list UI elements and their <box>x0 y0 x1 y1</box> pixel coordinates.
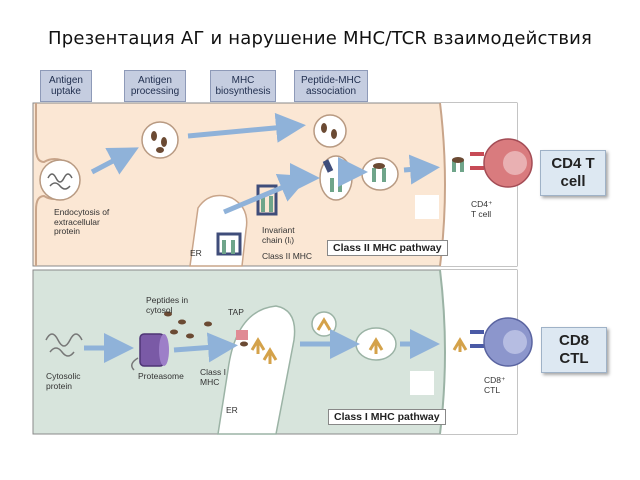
step-peptide-mhc-association: Peptide-MHC association <box>294 70 368 102</box>
cd4-tcell-label: CD4⁺ T cell <box>471 199 493 219</box>
tap-label: TAP <box>228 307 244 317</box>
processing-vesicle <box>141 121 179 159</box>
cd4-t-cell <box>483 138 533 188</box>
cd8-ctl-label: CD8⁺ CTL <box>484 375 506 395</box>
class1-pathway-label: Class I MHC pathway <box>328 409 446 425</box>
surface-mhc2 <box>452 152 484 172</box>
step-antigen-uptake: Antigen uptake <box>40 70 92 102</box>
cd4-t-cell-callout: CD4 T cell <box>540 150 606 196</box>
endocytosed-protein-vesicle <box>39 159 81 201</box>
class2-mhc-label: Class II MHC <box>262 251 313 261</box>
tap-transporter <box>236 330 248 347</box>
cytosolic-protein <box>45 333 83 357</box>
blank-patch <box>410 371 434 395</box>
cytosol-peptides <box>164 311 212 339</box>
er-label-class2: ER <box>190 248 202 258</box>
blank-patch <box>415 195 439 219</box>
class2-pathway-label: Class II MHC pathway <box>327 240 448 256</box>
step-antigen-processing: Antigen processing <box>124 70 186 102</box>
peptides-in-cytosol-label: Peptides in cytosol <box>146 295 189 315</box>
step-mhc-biosynthesis: MHC biosynthesis <box>210 70 276 102</box>
slide-title: Презентация АГ и нарушение MHC/TCR взаим… <box>48 28 593 49</box>
surface-mhc1 <box>452 330 484 352</box>
er-mhc1 <box>250 337 278 364</box>
proteasome-label: Proteasome <box>138 371 184 381</box>
endocytosis-label: Endocytosis of extracellular protein <box>54 207 110 236</box>
cd8-ctl-callout: CD8 CTL <box>541 327 607 373</box>
er-label-class1: ER <box>226 405 238 415</box>
cd8-ctl <box>483 317 533 367</box>
class1-mhc-label: Class I MHC <box>200 367 226 387</box>
invariant-chain-label: Invariant chain (Iᵢ) <box>262 225 295 245</box>
proteasome <box>131 333 169 371</box>
mhc2-loaded-vesicle <box>361 157 399 191</box>
cytosolic-protein-label: Cytosolic protein <box>46 371 81 391</box>
